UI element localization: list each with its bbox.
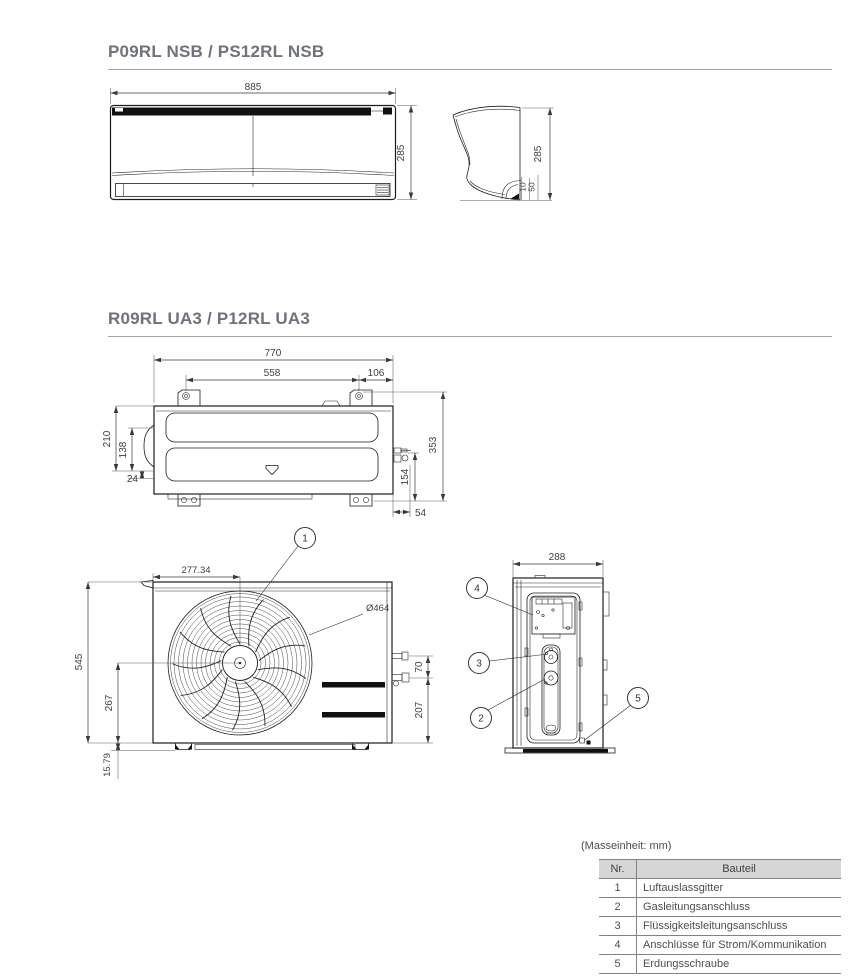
dim-front-dia: Ø464 — [366, 603, 389, 614]
units-note: (Masseinheit: mm) — [581, 840, 672, 852]
callout-2: 2 — [470, 678, 546, 729]
dim-front-545: 545 — [75, 653, 85, 670]
dim-top-138: 138 — [118, 441, 129, 458]
callout-3: 3 — [468, 652, 545, 674]
vent-slot-1 — [322, 682, 385, 688]
dim-top-558: 558 — [264, 368, 281, 379]
svg-text:2: 2 — [478, 714, 484, 725]
valve-slot — [541, 644, 561, 736]
parts-table: Nr. Bauteil 1 Luftauslassgitter 2 Gaslei… — [599, 859, 841, 974]
outdoor-top-view-drawing: 770 558 106 — [102, 348, 447, 519]
table-row: 3 Flüssigkeitsleitungsanschluss — [599, 916, 841, 936]
parts-col-nr: Nr. — [599, 859, 638, 879]
callout-1: 1 — [255, 527, 316, 602]
dim-front-267: 267 — [104, 694, 115, 711]
gas-valve — [543, 670, 559, 686]
dim-top-24: 24 — [127, 474, 139, 485]
service-valve-top — [393, 447, 411, 463]
table-row: 5 Erdungsschraube — [599, 954, 841, 974]
parts-table-block: (Masseinheit: mm) Nr. Bauteil 1 Luftausl… — [581, 840, 841, 974]
dim-indoor-height: 285 — [396, 144, 407, 161]
airflow-arrow-icon — [265, 465, 279, 476]
indoor-front-body — [109, 104, 397, 201]
dim-indoor-side-height: 285 — [533, 145, 544, 162]
dim-top-106: 106 — [368, 368, 385, 379]
indoor-side-view-drawing: 10 50 285 — [452, 105, 554, 201]
dim-front-70: 70 — [414, 661, 425, 673]
dim-front-277: 277.34 — [181, 565, 210, 576]
callout-4: 4 — [466, 577, 534, 616]
svg-text:4: 4 — [474, 584, 480, 595]
outdoor-front-view-drawing: 1 277.34 — [75, 527, 433, 779]
outdoor-side-view-drawing: 288 — [466, 552, 649, 754]
callout-5: 5 — [583, 687, 649, 741]
table-row: 1 Luftauslassgitter — [599, 878, 841, 898]
indoor-front-view-drawing: 885 285 — [109, 82, 417, 201]
dim-top-353: 353 — [428, 436, 439, 453]
vent-slot-2 — [322, 712, 385, 718]
svg-text:5: 5 — [635, 694, 641, 705]
dim-front-1579: 15.79 — [102, 753, 113, 777]
dim-top-210: 210 — [102, 430, 113, 447]
dim-top-770: 770 — [265, 348, 282, 359]
svg-text:1: 1 — [302, 534, 308, 545]
liquid-valve — [544, 650, 558, 664]
parts-col-bauteil: Bauteil — [636, 859, 841, 879]
earth-screw — [579, 737, 591, 745]
dim-indoor-width: 885 — [245, 82, 262, 93]
dim-indoor-side-50: 50 — [527, 182, 537, 192]
dim-indoor-side-10: 10 — [518, 182, 528, 192]
dim-top-54: 54 — [415, 508, 427, 519]
dim-top-154: 154 — [400, 468, 411, 485]
outdoor-top-body — [143, 389, 411, 507]
outdoor-front-body — [140, 580, 393, 750]
table-row: 2 Gasleitungsanschluss — [599, 897, 841, 917]
dim-side-288: 288 — [549, 552, 566, 563]
pipe-valves-front — [391, 651, 410, 687]
outdoor-unit-title: R09RL UA3 / P12RL UA3 — [108, 309, 832, 338]
indoor-front-grille — [375, 184, 390, 196]
dim-front-207: 207 — [414, 701, 425, 718]
terminal-box — [531, 596, 576, 639]
table-row: 4 Anschlüsse für Strom/Kommunikation — [599, 935, 841, 955]
indoor-unit-title: P09RL NSB / PS12RL NSB — [108, 42, 832, 71]
outdoor-side-body — [504, 575, 616, 754]
svg-text:3: 3 — [476, 659, 482, 670]
indoor-side-profile — [452, 105, 522, 201]
